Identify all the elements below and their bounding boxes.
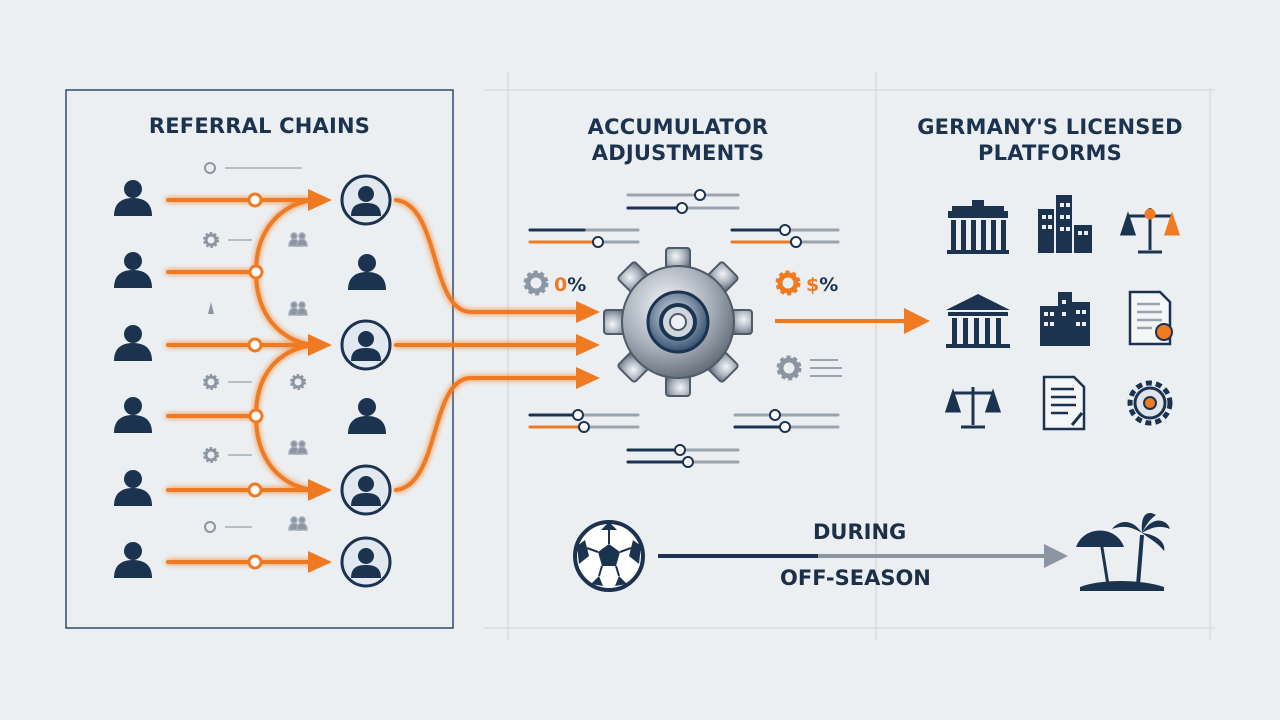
referral-targets <box>340 174 392 588</box>
platform-icons <box>944 195 1181 431</box>
mini-gear-icon <box>202 231 220 249</box>
right-mini-gear-icon <box>775 270 801 296</box>
left-percent-digit: 0 <box>554 274 567 296</box>
person-icon <box>114 470 152 506</box>
settings-gear-icon <box>1127 380 1173 426</box>
accumulator-title-line-2: ADJUSTMENTS <box>591 141 765 165</box>
scales-of-justice-icon <box>1119 208 1181 254</box>
lower-mini-gear-icon <box>776 355 802 381</box>
soccer-ball-icon <box>573 520 645 592</box>
mini-gear-icon <box>289 373 307 391</box>
referral-chains-title: REFERRAL CHAINS <box>66 113 453 139</box>
season-label-during: DURING <box>813 520 907 544</box>
referral-links <box>166 198 587 564</box>
office-buildings-icon <box>1038 195 1092 253</box>
beach-umbrella-palm-icon <box>1076 512 1170 591</box>
central-gear-icon <box>603 247 753 397</box>
highlighted-person-icon <box>340 464 392 516</box>
minor-glyphs <box>202 162 308 533</box>
left-percent-sign: % <box>567 274 586 296</box>
scales-of-justice-icon <box>944 387 1002 429</box>
mini-gear-icon <box>202 446 220 464</box>
mini-people-icon <box>288 301 308 316</box>
office-buildings-icon <box>1040 292 1090 346</box>
person-icon <box>114 180 152 216</box>
referral-chains-title-text: REFERRAL CHAINS <box>148 114 371 138</box>
platforms-title-line-2: PLATFORMS <box>978 141 1122 165</box>
mini-people-icon <box>288 440 308 455</box>
person-icon <box>114 325 152 361</box>
highlighted-person-icon <box>340 319 392 371</box>
highlighted-person-icon <box>340 174 392 226</box>
node-dot-icon <box>204 162 216 174</box>
left-percent-label: 0% <box>554 274 586 296</box>
guide-lines <box>484 72 1215 640</box>
person-icon <box>348 254 386 290</box>
person-icon <box>114 542 152 578</box>
output-arrow <box>775 308 930 334</box>
brandenburg-gate-icon <box>947 200 1009 254</box>
mini-people-icon <box>288 516 308 531</box>
highlighted-person-icon <box>340 536 392 588</box>
right-percent-symbol: $ <box>806 274 819 296</box>
accumulator-title-line-1: ACCUMULATOR <box>587 115 769 139</box>
platforms-title-line-1: GERMANY'S LICENSED <box>917 115 1183 139</box>
document-icon <box>1042 375 1086 431</box>
season-arrow <box>658 544 1068 568</box>
adjustment-sliders <box>528 189 840 468</box>
left-mini-gear-icon <box>523 270 549 296</box>
accumulator-adjustments-title: ACCUMULATOR ADJUSTMENTS <box>540 114 816 166</box>
lower-lines <box>810 359 842 377</box>
link-nodes <box>247 192 264 570</box>
node-dot-icon <box>204 521 216 533</box>
referral-sources <box>114 180 152 578</box>
mini-people-icon <box>288 232 308 247</box>
person-icon <box>348 398 386 434</box>
season-label-off-season: OFF-SEASON <box>780 566 931 590</box>
right-percent-label: $% <box>806 274 838 296</box>
right-percent-sign: % <box>819 274 838 296</box>
government-building-icon <box>946 294 1010 348</box>
referral-arrowheads <box>308 189 600 573</box>
referral-panel-frame <box>65 89 454 629</box>
license-document-icon <box>1128 290 1173 346</box>
licensed-platforms-title: GERMANY'S LICENSED PLATFORMS <box>890 114 1210 166</box>
person-icon <box>114 397 152 433</box>
mini-gear-icon <box>202 373 220 391</box>
person-icon <box>114 252 152 288</box>
